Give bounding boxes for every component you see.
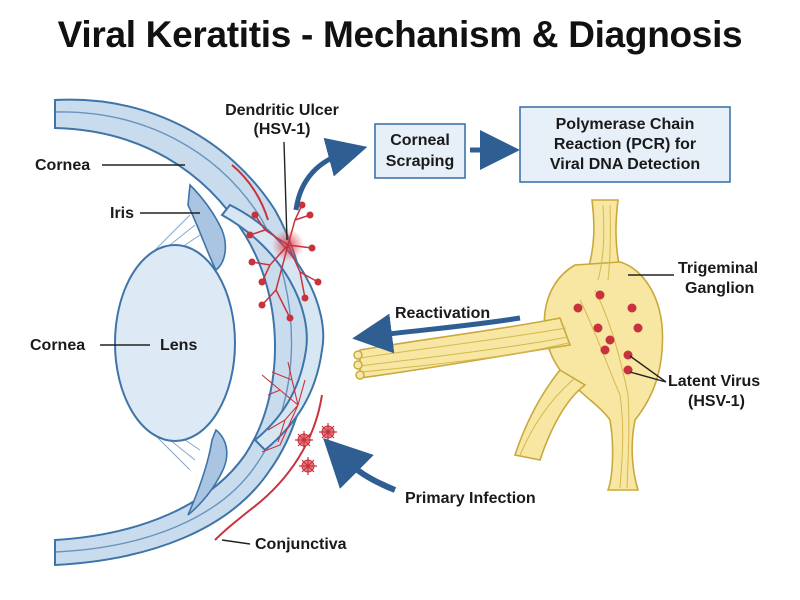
latent-virus-dots: [573, 290, 643, 375]
inner-wall-line: [54, 111, 293, 553]
label-reactivation: Reactivation: [395, 305, 490, 322]
nerve-trunk-to-eye: [359, 317, 572, 379]
label-primary-infection: Primary Infection: [405, 490, 536, 507]
label-latent-virus-1: Latent Virus: [668, 373, 760, 390]
nerve-endings: [353, 350, 365, 380]
nerve-fibres: [359, 204, 630, 489]
primary-infection-arrow: [323, 438, 397, 493]
pcr-box: Polymerase Chain Reaction (PCR) for Vira…: [519, 106, 731, 183]
label-cornea-top: Cornea: [35, 157, 90, 174]
label-cornea-left: Cornea: [30, 337, 85, 354]
nerve-branch-lower: [513, 368, 587, 461]
iris-lower: [187, 428, 228, 516]
label-iris: Iris: [110, 205, 134, 222]
pcr-text-2: Reaction (PCR) for: [554, 136, 696, 153]
labels: Dendritic Ulcer (HSV-1) Cornea Iris Corn…: [30, 102, 760, 553]
conjunctiva-line-upper: [231, 164, 269, 221]
lens-shape: [114, 244, 236, 442]
virus-particles: [295, 423, 337, 475]
diagram-title: Viral Keratitis - Mechanism & Diagnosis: [57, 14, 743, 55]
corneal-scraping-text-1: Corneal: [390, 132, 450, 149]
corneal-scraping-box: Corneal Scraping: [374, 123, 466, 179]
corneal-scraping-text-2: Scraping: [386, 153, 454, 170]
pcr-text-1: Polymerase Chain: [556, 116, 695, 133]
label-trigeminal-1: Trigeminal: [678, 260, 758, 277]
dendritic-ulcer-branches: [249, 204, 319, 319]
arrow-ulcer-to-scraping: [293, 137, 368, 211]
ganglion-body: [543, 261, 664, 491]
label-lens: Lens: [160, 337, 197, 354]
eye-cross-section: [54, 98, 325, 567]
label-latent-virus-2: (HSV-1): [688, 393, 745, 410]
workflow-arrows: [293, 130, 521, 493]
trigeminal-nerve: [353, 199, 664, 491]
conjunctiva-line-lower: [214, 394, 323, 541]
label-dendritic-ulcer-1: Dendritic Ulcer: [225, 102, 339, 119]
infection-site-vessels: [261, 361, 306, 453]
dendritic-ulcer-tips: [246, 201, 322, 322]
label-conjunctiva: Conjunctiva: [255, 536, 347, 553]
label-trigeminal-2: Ganglion: [685, 280, 754, 297]
reactivation-arrow: [352, 313, 521, 354]
label-dendritic-ulcer-2: (HSV-1): [254, 121, 311, 138]
pcr-text-3: Viral DNA Detection: [550, 156, 700, 173]
iris-upper: [187, 183, 227, 272]
